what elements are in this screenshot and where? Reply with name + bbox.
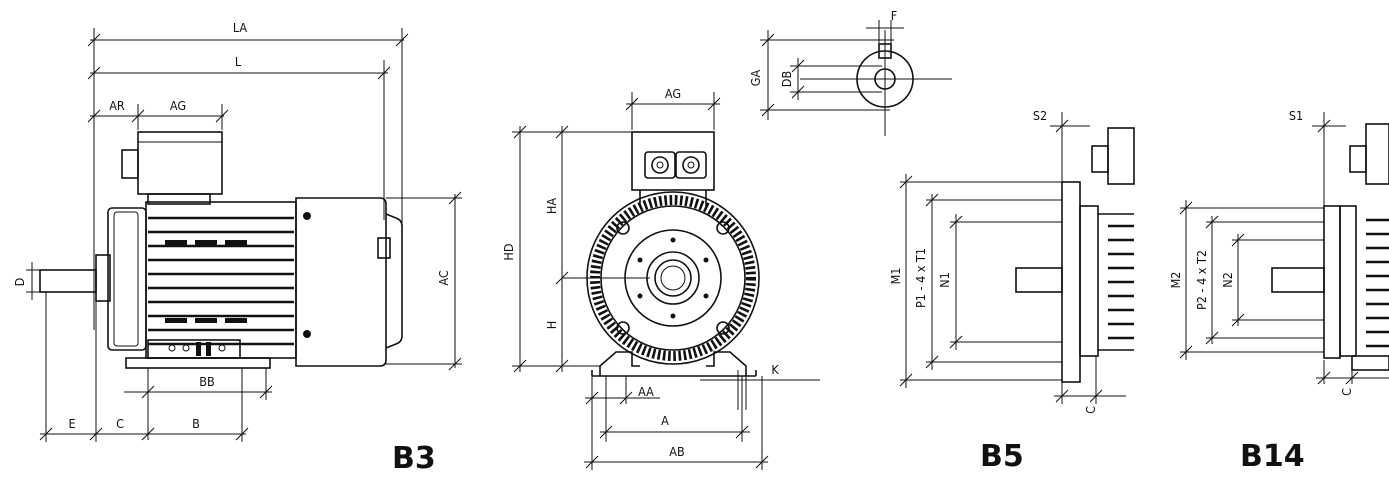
b3-title: B3	[392, 441, 436, 476]
front-view: AG HA HD H AA A AB K	[501, 86, 820, 470]
front-terminal-box	[631, 131, 715, 191]
dim-ab: AB	[669, 444, 684, 459]
dim-ag: AG	[170, 98, 186, 113]
dim-db: DB	[779, 71, 794, 87]
front-dim-ag: AG	[665, 86, 681, 101]
dim-p2-t2: P2 - 4 x T2	[1194, 250, 1209, 310]
b14-title: B14	[1240, 439, 1305, 474]
front-feet	[599, 351, 747, 376]
b5-end-shield	[1079, 205, 1099, 357]
b3-shaft	[39, 269, 97, 293]
b14-face-view: S1 M2 P2 - 4 x T2 N2 C B14	[1168, 108, 1389, 474]
dim-n2: N2	[1220, 272, 1235, 288]
b3-motor-body	[145, 201, 297, 359]
b5-flange-view: S2 M1 P1 - 4 x T1 N1 C B5	[888, 108, 1135, 474]
dim-b: B	[192, 416, 200, 431]
b14-dimension-lines	[1179, 112, 1389, 385]
dim-aa: AA	[638, 384, 654, 399]
dim-la: LA	[233, 20, 248, 35]
dim-l: L	[235, 54, 242, 69]
dim-ga: GA	[748, 69, 763, 86]
dim-h: H	[544, 321, 559, 329]
b3-cooling-fins	[148, 216, 294, 346]
dim-d: D	[12, 278, 27, 287]
dim-p1-t1: P1 - 4 x T1	[913, 248, 928, 308]
front-dimension-lines	[512, 92, 820, 470]
b3-fan-cover	[295, 197, 387, 367]
dim-bb: BB	[199, 374, 214, 389]
dim-ac: AC	[436, 270, 451, 285]
b3-side-view: LA L AR AG AC D BB E C B B3	[12, 20, 462, 476]
b14-body-partial	[1349, 123, 1389, 371]
b5-title: B5	[980, 439, 1024, 474]
b3-box-base	[147, 193, 211, 205]
dim-s1: S1	[1289, 108, 1303, 123]
b14-flange	[1323, 205, 1341, 359]
dim-m1: M1	[888, 268, 903, 285]
dim-k: K	[771, 362, 779, 377]
dim-a: A	[661, 413, 669, 428]
dim-e: E	[68, 416, 75, 431]
dim-s2: S2	[1033, 108, 1047, 123]
dim-m2: M2	[1168, 272, 1183, 289]
b14-end-shield	[1339, 205, 1357, 357]
dim-f: F	[891, 8, 897, 23]
dim-hd: HD	[501, 243, 516, 260]
b3-foot-terminal	[147, 339, 241, 359]
dim-c: C	[116, 416, 124, 431]
b3-feet	[125, 357, 271, 369]
shaft-detail-view: F GA DB	[748, 8, 952, 136]
b5-dimension-lines	[899, 112, 1126, 404]
b3-terminal-box	[137, 131, 223, 195]
b5-body-partial	[1091, 127, 1135, 340]
b14-shaft	[1271, 267, 1325, 293]
b3-dimension-lines	[26, 28, 462, 442]
dim-ha: HA	[544, 198, 559, 214]
shaft-dimension-lines	[760, 20, 904, 120]
b5-dim-c: C	[1083, 406, 1098, 414]
b3-cable-gland	[121, 149, 139, 179]
dim-ar: AR	[109, 98, 125, 113]
b5-flange	[1061, 181, 1081, 383]
b14-dim-c: C	[1339, 388, 1354, 396]
b5-shaft	[1015, 267, 1063, 293]
dim-n1: N1	[937, 272, 952, 288]
